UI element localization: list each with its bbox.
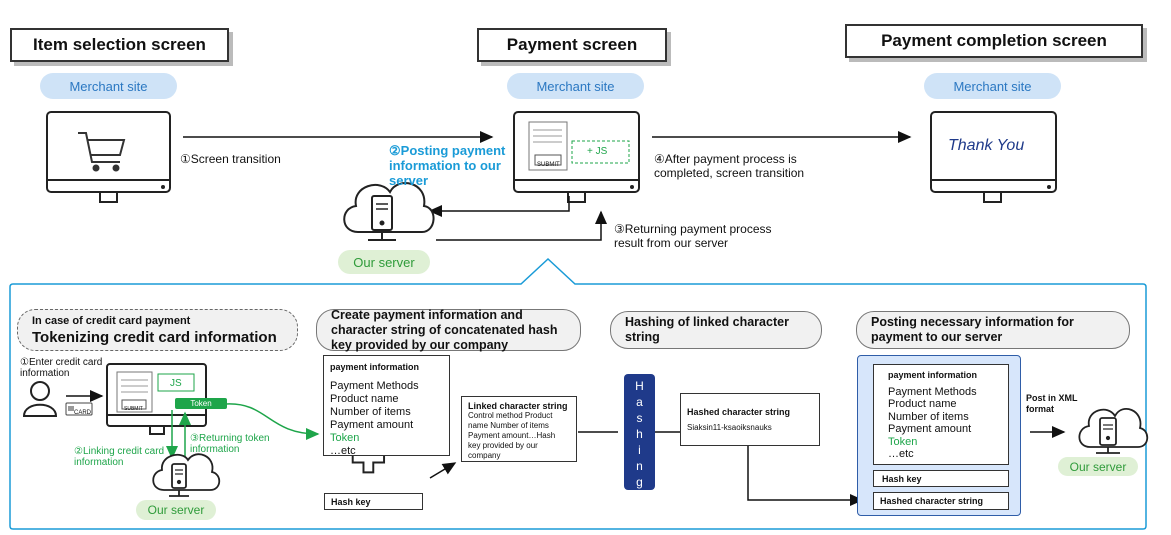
- screen-title-item-selection: Item selection screen: [10, 28, 229, 62]
- merchant-site-pill-2: Merchant site: [507, 73, 644, 99]
- screen-title-payment: Payment screen: [477, 28, 667, 62]
- linked-string-box: Linked character string Control method P…: [461, 396, 577, 462]
- submit-label-bottom: SUBMIT: [124, 406, 143, 412]
- js-label: + JS: [587, 146, 608, 157]
- final-payment-info-box: payment information Payment Methods Prod…: [873, 364, 1009, 465]
- user-icon: [22, 381, 58, 417]
- server-cloud-icon-bottom: [152, 453, 221, 497]
- merchant-site-pill-1: Merchant site: [40, 73, 177, 99]
- thank-you-text: Thank You: [948, 137, 1025, 154]
- card-icon: [65, 402, 93, 416]
- monitor-completion: [930, 111, 1057, 203]
- token-badge: Token: [175, 398, 227, 409]
- final-hash-key-box: Hash key: [873, 470, 1009, 487]
- submit-label: SUBMIT: [537, 162, 560, 168]
- cart-icon: [78, 132, 126, 172]
- monitor-payment: [513, 111, 640, 203]
- step1-label: ①Screen transition: [180, 152, 281, 166]
- our-server-pill-top: Our server: [338, 250, 430, 274]
- hashed-string-box: Hashed character string Siaksin11-ksaoik…: [680, 393, 820, 446]
- server-cloud-icon-right: [1078, 408, 1149, 454]
- section-tokenize: In case of credit card payment Tokenizin…: [17, 309, 298, 351]
- monitor-tokenize: [106, 363, 207, 435]
- monitor-item-selection: [46, 111, 171, 203]
- our-server-pill-right: Our server: [1058, 457, 1138, 476]
- arrow-returning-result: [436, 210, 607, 241]
- server-cloud-icon: [343, 182, 435, 241]
- our-server-pill-left: Our server: [136, 500, 216, 520]
- card-label: CARD: [74, 410, 92, 416]
- js-label-bottom: JS: [170, 378, 182, 389]
- screen-title-completion: Payment completion screen: [845, 24, 1143, 58]
- payment-info-box: payment information Payment Methods Prod…: [323, 355, 450, 457]
- hash-key-box: Hash key: [324, 493, 423, 510]
- merchant-site-pill-3: Merchant site: [924, 73, 1061, 99]
- arrow-posting-payment: [428, 196, 570, 217]
- final-hashed-string-box: Hashed character string: [873, 492, 1009, 510]
